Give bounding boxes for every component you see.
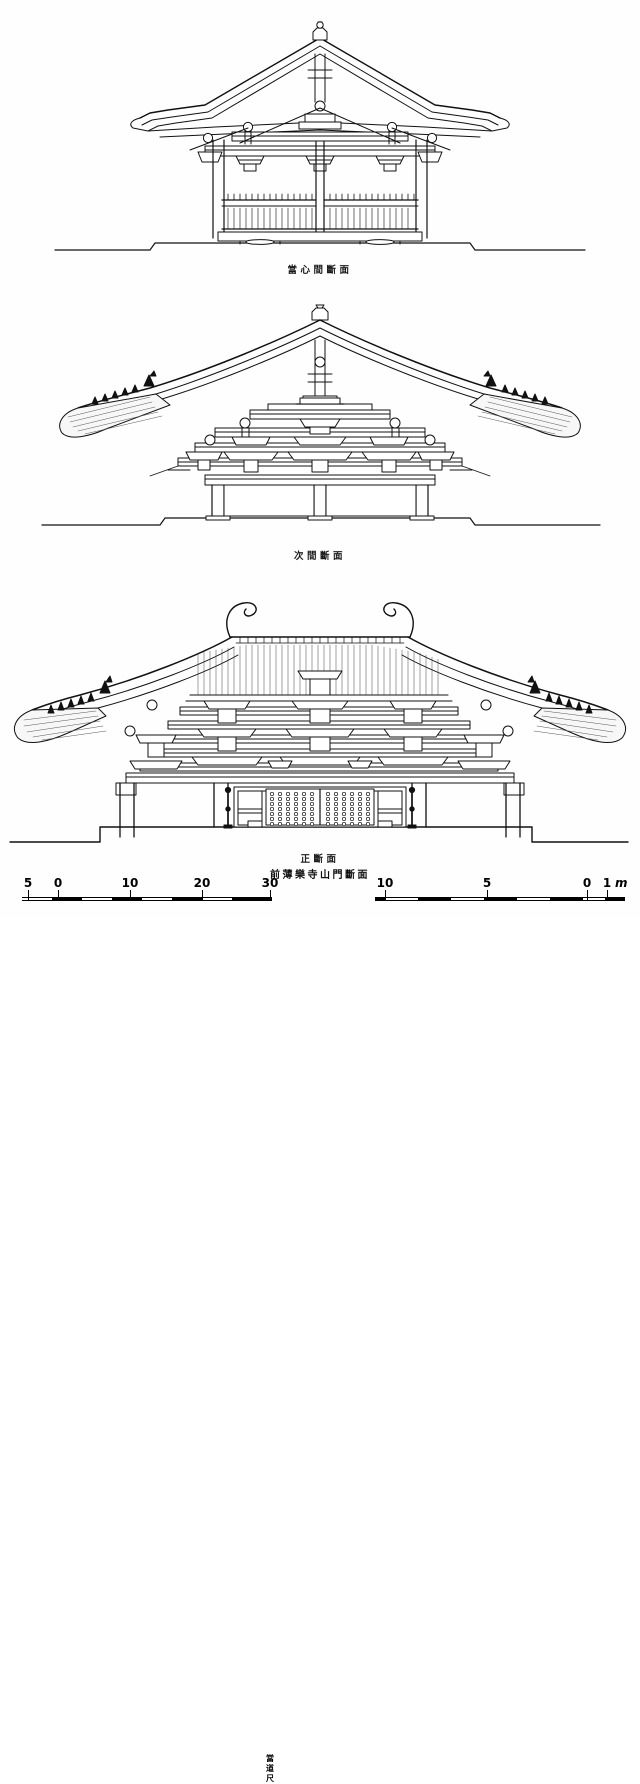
metric-seg [451,897,484,901]
middle-section-svg [41,304,601,526]
chi-seg [82,897,112,901]
section-drawing-top [0,10,640,295]
chi-label-30: 30 [261,876,279,890]
gable-boarding [197,644,439,696]
roof-guardians-right [483,370,549,405]
section-drawing-middle [0,300,640,570]
metric-label-1: 1 [602,876,612,890]
metric-scale-line [375,897,625,901]
chi-scale-bar: 5 0 10 20 30 [22,876,278,918]
scale-bars: 5 0 10 20 30 當 道 尺 10 5 0 1 m [0,876,640,1783]
metric-unit-label: m [615,876,628,890]
caption-middle-section: 次間斷面 [293,551,346,562]
bottom-section-svg [9,602,629,843]
metric-seg [517,897,550,901]
chi-seg [22,897,52,901]
bracket-sets-top [197,151,443,172]
balustrade-pickets [227,193,415,230]
door-studs [269,791,371,827]
chi-unit-char-2: 道 [266,1764,274,1773]
metric-label-5: 5 [482,876,492,890]
chi-unit-char-1: 當 [266,1754,274,1763]
drawing-title: 前薄樂寺山門斷面 [270,870,370,881]
section-drawing-bottom [0,575,640,865]
metric-label-10: 10 [376,876,394,890]
roof-guardians-left-bottom [47,675,113,714]
chi-label-20: 20 [193,876,211,890]
bracket-sets-middle [185,418,455,473]
roof-guardians-left [91,370,157,405]
ground-line [54,242,586,251]
roof-guardians-right-bottom [527,675,593,714]
chi-label-0: 0 [53,876,63,890]
top-section-svg [54,21,586,251]
chi-seg [202,897,232,901]
ridge-dentil-band [235,636,405,644]
chi-unit-char-3: 尺 [266,1774,274,1783]
metric-seg [385,897,418,901]
caption-bottom-section: 正斷面 [300,854,340,865]
drawing-sheet: 當心間斷面 [0,10,640,1783]
caption-top-section: 當心間斷面 [287,265,353,276]
bracket-sets-bottom [129,670,511,770]
ground-line [9,826,629,843]
chi-unit-vertical: 當 道 尺 [262,1754,278,1784]
metric-scale-bar: 10 5 0 1 m [375,876,628,918]
chi-label-10: 10 [121,876,139,890]
metric-label-0: 0 [582,876,592,890]
chi-seg [142,897,172,901]
metric-seg [583,897,605,901]
chi-label-5: 5 [23,876,33,890]
